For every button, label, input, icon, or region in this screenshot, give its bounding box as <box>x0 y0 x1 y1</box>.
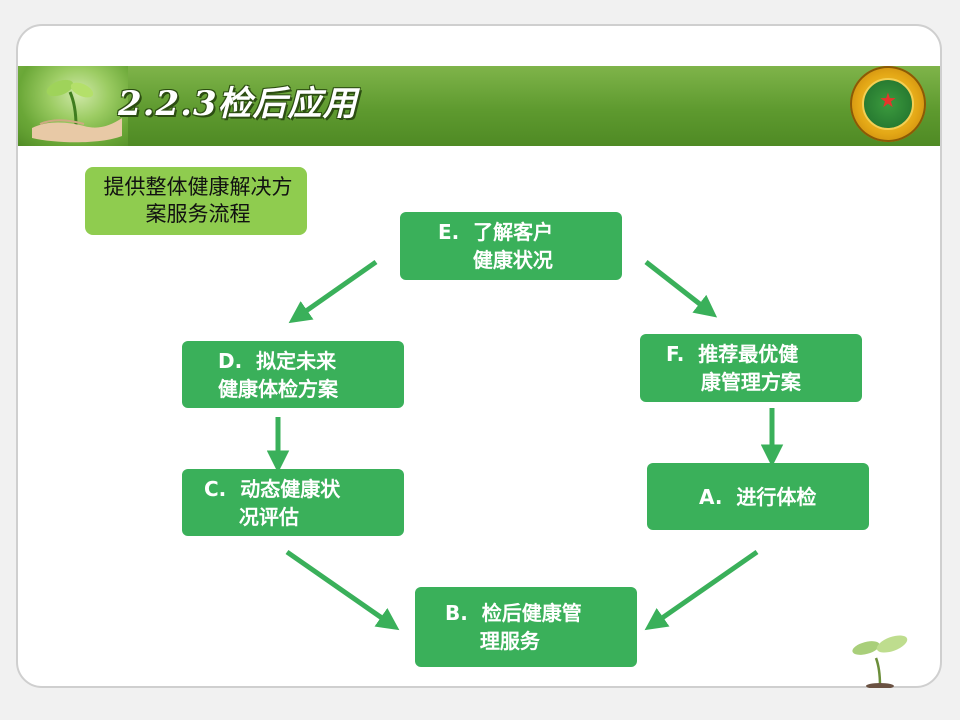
process-label-box: 提供整体健康解决方 案服务流程 <box>85 167 307 235</box>
node-e: E. 了解客户 健康状况 <box>400 212 622 280</box>
node-f-line-1: F. 推荐最优健 <box>666 342 799 366</box>
slide-title: 2.2.3检后应用 <box>118 84 358 124</box>
node-e-line-2: 健康状况 <box>438 248 553 272</box>
node-f: F. 推荐最优健 康管理方案 <box>640 334 862 402</box>
node-b-line-2: 理服务 <box>445 629 540 653</box>
header-band: 2.2.3检后应用 ★ <box>18 66 940 146</box>
node-c-line-2: 况评估 <box>204 504 299 529</box>
sprout-in-hands-icon <box>18 66 128 146</box>
node-c-line-1: C. 动态健康状 <box>204 476 341 501</box>
sprout-icon <box>852 635 908 688</box>
node-d-line-2: 健康体检方案 <box>218 376 338 401</box>
node-b-line-1: B. 检后健康管 <box>445 601 582 625</box>
node-e-line-1: E. 了解客户 <box>438 220 554 244</box>
hospital-emblem-icon: ★ <box>850 66 926 142</box>
process-label-line-1: 提供整体健康解决方 <box>103 175 293 199</box>
node-a-line-1: A. 进行体检 <box>699 484 817 509</box>
node-c: C. 动态健康状 况评估 <box>182 469 404 536</box>
node-f-line-2: 康管理方案 <box>666 370 801 394</box>
node-d-line-1: D. 拟定未来 <box>218 348 337 373</box>
node-b: B. 检后健康管 理服务 <box>415 587 637 667</box>
arrow-e-to-d <box>288 259 378 324</box>
arrow-a-to-b <box>644 549 759 631</box>
node-d: D. 拟定未来 健康体检方案 <box>182 341 404 408</box>
node-a: A. 进行体检 <box>647 463 869 530</box>
arrow-e-to-f <box>644 260 718 318</box>
process-label-line-2: 案服务流程 <box>145 202 251 226</box>
arrow-c-to-b <box>285 549 400 631</box>
star-icon: ★ <box>879 88 897 112</box>
